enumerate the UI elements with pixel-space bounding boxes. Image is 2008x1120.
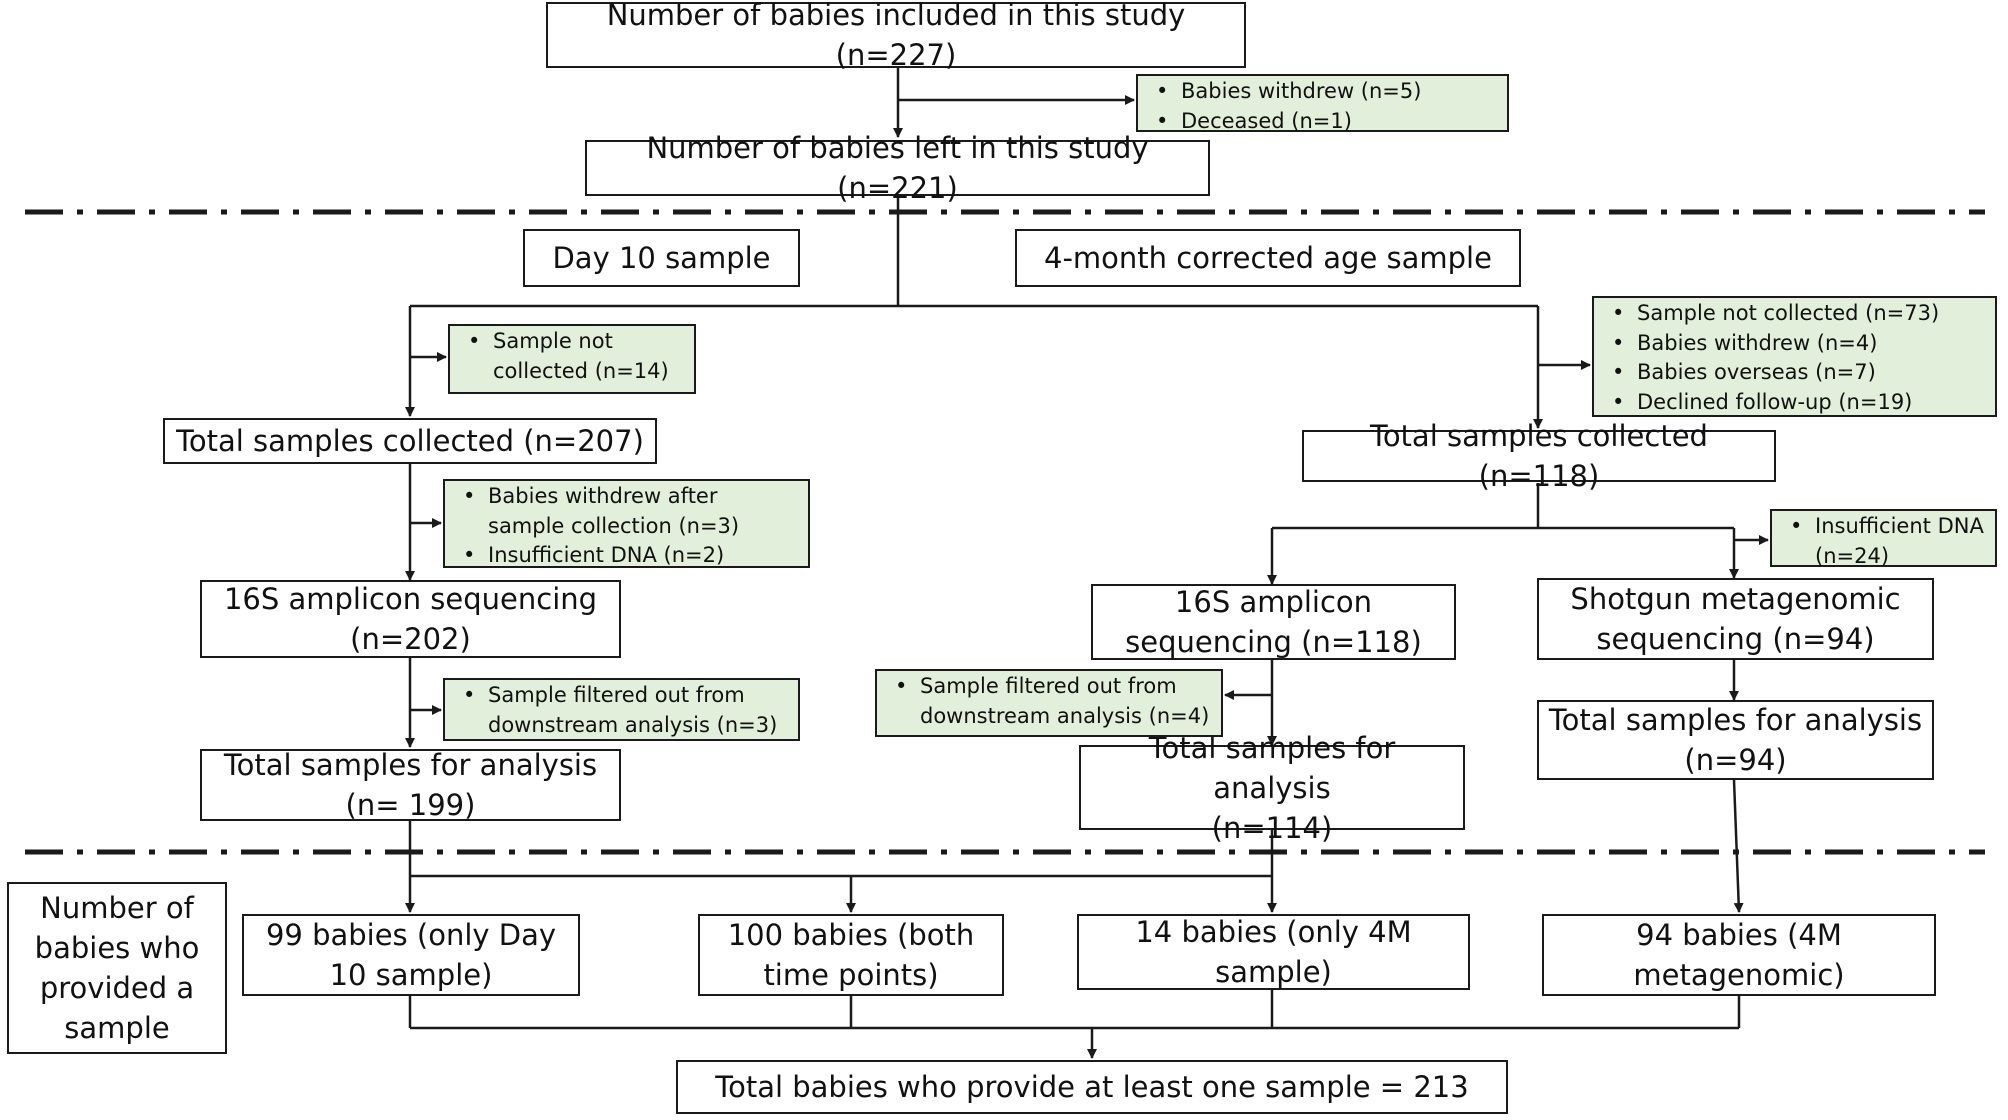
- row-label-line4: sample: [64, 1011, 170, 1045]
- total-box: Total babies who provide at least one sa…: [676, 1060, 1508, 1114]
- m4-shotgun-analysis-line2: (n=94): [1684, 743, 1787, 777]
- note-item: Sample not collected (n=73): [1604, 299, 1987, 329]
- note-item: Sample filtered out from downstream anal…: [455, 681, 790, 740]
- day10-header-text: Day 10 sample: [552, 241, 771, 275]
- m4-16s-analysis-line1: Total samples for analysis: [1148, 730, 1396, 805]
- m4-16s-box: 16S amplicon sequencing (n=118): [1091, 584, 1456, 660]
- note-withdrew-deceased: Babies withdrew (n=5) Deceased (n=1): [1136, 74, 1509, 136]
- m4-shotgun-line1: Shotgun metagenomic: [1570, 582, 1901, 616]
- d10-collected-text: Total samples collected (n=207): [176, 424, 644, 458]
- m4-shotgun-analysis-box: Total samples for analysis (n=94): [1537, 700, 1934, 780]
- d10-collected-box: Total samples collected (n=207): [163, 418, 657, 464]
- m4-shotgun-analysis-line1: Total samples for analysis: [1548, 703, 1923, 737]
- meta-4m-box: 94 babies (4M metagenomic): [1542, 914, 1936, 996]
- left-box: Number of babies left in this study (n=2…: [585, 131, 1210, 205]
- m4-collected-box: Total samples collected (n=118): [1302, 419, 1776, 493]
- m4-16s-analysis-box: Total samples for analysis (n=114): [1079, 731, 1465, 845]
- d10-16s-line2: (n=202): [350, 622, 471, 656]
- m4-collected-text: Total samples collected (n=118): [1370, 419, 1708, 493]
- m4-shotgun-box: Shotgun metagenomic sequencing (n=94): [1537, 578, 1934, 660]
- included-text: Number of babies included in this study …: [606, 0, 1186, 72]
- note-item: Declined follow-up (n=19): [1604, 388, 1987, 418]
- note-d10-filtered: Sample filtered out from downstream anal…: [443, 678, 800, 741]
- note-item: Babies withdrew (n=4): [1604, 329, 1987, 359]
- note-item: Insufficient DNA (n=2): [455, 541, 800, 571]
- arrow-to-meta-4m: [1732, 779, 1744, 913]
- included-box: Number of babies included in this study …: [546, 0, 1246, 72]
- both-line2: time points): [763, 958, 939, 992]
- note-item: Sample not collected (n=14): [460, 327, 686, 386]
- day10-header-box: Day 10 sample: [523, 229, 800, 287]
- only-d10-line1: 99 babies (only Day: [265, 918, 557, 952]
- only-4m-line2: sample): [1215, 955, 1332, 989]
- note-d10-not-collected: Sample not collected (n=14): [448, 324, 696, 394]
- left-text: Number of babies left in this study (n=2…: [646, 131, 1149, 205]
- m4-16s-analysis-line2: (n=114): [1211, 810, 1333, 845]
- m4-16s-line2: sequencing (n=118): [1125, 625, 1422, 659]
- note-m4-not-collected: Sample not collected (n=73) Babies withd…: [1592, 296, 1997, 417]
- m4-shotgun-line2: sequencing (n=94): [1596, 622, 1875, 656]
- row-label-box: Number of babies who provided a sample: [7, 882, 227, 1054]
- note-d10-withdrew-dna: Babies withdrew after sample collection …: [443, 479, 810, 571]
- month4-header-text: 4-month corrected age sample: [1044, 241, 1492, 275]
- note-item: Babies withdrew after sample collection …: [455, 482, 800, 541]
- m4-16s-line1: 16S amplicon: [1174, 585, 1373, 619]
- note-m4-filtered: Sample filtered out from downstream anal…: [875, 669, 1223, 737]
- note-m4-insufficient-dna: Insufficient DNA (n=24): [1770, 509, 1997, 568]
- row-label-line1: Number of: [40, 891, 194, 925]
- d10-analysis-box: Total samples for analysis (n= 199): [200, 748, 621, 822]
- row-label-line3: provided a: [39, 971, 195, 1005]
- both-line1: 100 babies (both: [727, 918, 975, 952]
- only-d10-line2: 10 sample): [329, 958, 493, 992]
- only-4m-line1: 14 babies (only 4M: [1135, 915, 1412, 949]
- note-item: Babies withdrew (n=5): [1148, 77, 1499, 107]
- note-item: Deceased (n=1): [1148, 107, 1499, 137]
- note-item: Insufficient DNA (n=24): [1782, 512, 1987, 571]
- total-text: Total babies who provide at least one sa…: [715, 1070, 1469, 1104]
- d10-16s-box: 16S amplicon sequencing (n=202): [200, 580, 621, 658]
- meta-4m-line2: metagenomic): [1633, 958, 1845, 992]
- both-box: 100 babies (both time points): [698, 914, 1004, 996]
- only-d10-box: 99 babies (only Day 10 sample): [242, 914, 580, 996]
- only-4m-box: 14 babies (only 4M sample): [1077, 914, 1470, 990]
- meta-4m-line1: 94 babies (4M: [1636, 918, 1842, 952]
- note-item: Babies overseas (n=7): [1604, 358, 1987, 388]
- row-label-line2: babies who: [34, 931, 200, 965]
- month4-header-box: 4-month corrected age sample: [1015, 229, 1521, 287]
- note-item: Sample filtered out from downstream anal…: [887, 672, 1213, 731]
- d10-16s-line1: 16S amplicon sequencing: [223, 582, 598, 616]
- d10-analysis-line1: Total samples for analysis: [223, 748, 598, 782]
- d10-analysis-line2: (n= 199): [345, 788, 476, 822]
